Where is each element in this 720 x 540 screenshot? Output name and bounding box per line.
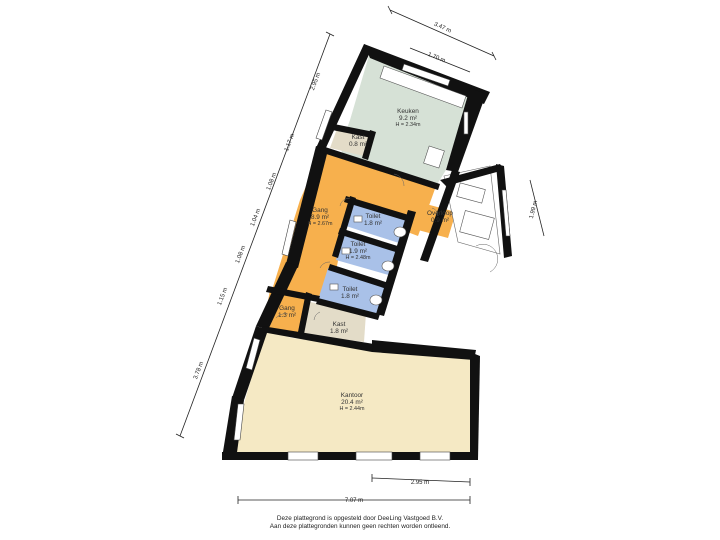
label-keuken-height: H = 2.34m [395,122,421,128]
label-kantoor-name: Kantoor [341,392,364,399]
label-overloop-area: 0.9 m² [431,217,449,224]
dim-bottom-total: 7.07 m [345,498,363,504]
label-kast-top-area: 0.8 m² [349,141,367,148]
toilet-1-bowl [393,226,407,238]
label-kantoor-area: 20.4 m² [341,399,363,406]
label-toilet-1-area: 1.8 m² [364,220,382,227]
sink-2 [341,247,351,255]
label-toilet-3-name: Toilet [343,286,358,293]
label-gang-small-area: 1.3 m² [278,312,296,319]
dim-left-4: 1.04 m [250,208,262,227]
toilet-3-bowl [369,294,383,306]
dim-left-1: 2.95 m [310,72,322,91]
dim-left-7: 3.78 m [193,361,205,380]
label-kantoor-height: H = 2.44m [339,406,365,412]
room-labels: Keuken 9.2 m² H = 2.34m Kast 0.8 m² Gang… [278,108,453,412]
dim-left-3: 1.08 m [266,172,278,191]
windows [233,63,511,461]
label-gang-main-height: H = 2.67m [307,221,333,227]
label-gang-small-name: Gang [279,305,295,312]
label-keuken-name: Keuken [397,108,419,115]
dim-left-6: 1.15 m [217,287,229,306]
toilet-2-bowl [381,260,395,272]
footer-line-1: Deze plattegrond is opgesteld door DeeLi… [276,515,444,522]
sink-3 [329,283,339,291]
footer-line-2: Aan deze plattegronden kunnen geen recht… [269,523,451,530]
label-gang-main-name: Gang [312,207,328,214]
dim-bottom-inner: 2.95 m [411,480,429,486]
label-kast-top-name: Kast [352,134,365,141]
dim-right: 1.99 m [529,200,539,219]
label-toilet-2-height: H = 2.48m [345,255,371,261]
dim-top-inner: 1.70 m [427,52,446,64]
stair-step-2 [459,210,495,240]
sink-1 [353,215,363,223]
fridge [423,145,445,169]
label-keuken-area: 9.2 m² [399,115,417,122]
dim-left-2: 1.17 m [284,133,296,152]
label-toilet-2-name: Toilet [351,241,366,248]
dim-top-total: 3.47 m [433,22,452,35]
label-overloop-name: Overloop [427,210,453,217]
kitchen-counter [379,65,467,109]
label-kast-bottom-area: 1.8 m² [330,328,348,335]
label-gang-main-area: 8.9 m² [311,214,329,221]
room-kantoor [234,330,476,455]
label-kast-bottom-name: Kast [333,321,346,328]
label-toilet-1-name: Toilet [366,213,381,220]
label-toilet-3-area: 1.8 m² [341,293,359,300]
fixtures [329,65,495,306]
stair-step-1 [456,182,486,204]
label-toilet-2-area: 1.9 m² [349,248,367,255]
radiator [463,111,469,135]
